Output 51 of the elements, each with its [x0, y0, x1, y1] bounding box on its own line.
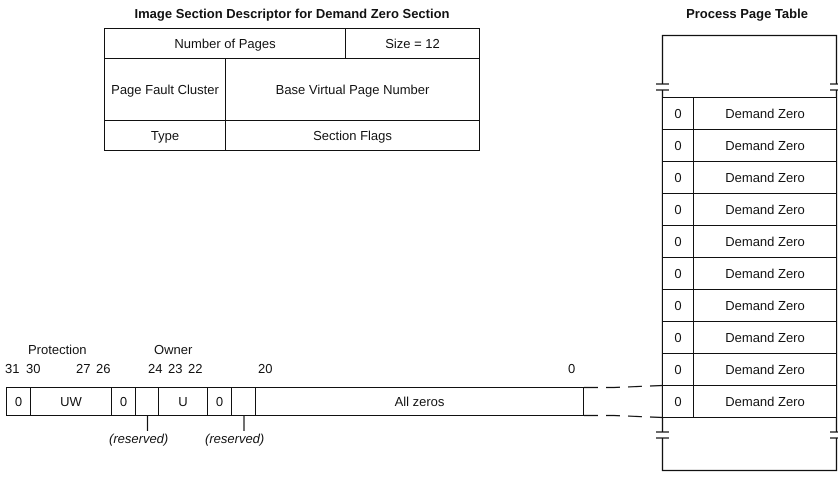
table-row: [662, 385, 837, 418]
entry-text: Demand Zero: [724, 233, 806, 251]
entry-text: Demand Zero: [724, 137, 806, 155]
table-cell: Section Flags: [225, 120, 480, 151]
table-cell: Number of Pages: [104, 28, 346, 59]
entry-text: Demand Zero: [724, 201, 806, 219]
table-row: [662, 257, 837, 290]
field-name: Owner: [154, 342, 192, 357]
bit-field: U: [159, 388, 208, 415]
entry-text: Demand Zero: [724, 297, 806, 315]
reserved-note: (reserved): [109, 431, 168, 446]
table-row: [662, 129, 837, 162]
bit-number: 0: [568, 361, 576, 376]
entry-text: Demand Zero: [724, 361, 806, 379]
bit-number: 20: [258, 361, 272, 376]
table-row: [662, 97, 837, 130]
entry-text: Demand Zero: [724, 393, 806, 411]
dashed-line: [584, 414, 662, 418]
field-name: Protection: [28, 342, 87, 357]
table-heading: Image Section Descriptor for Demand Zero Section: [134, 6, 450, 21]
table-row: [662, 353, 837, 386]
bit-number: 30: [26, 361, 40, 376]
bit-field: 0: [7, 388, 31, 415]
bit-number: 22: [188, 361, 202, 376]
entry-text: Demand Zero: [724, 329, 806, 347]
table-cell: Size = 12: [345, 28, 480, 59]
leader-line: [146, 415, 148, 431]
register-bar: [6, 387, 584, 416]
table-row: [662, 161, 837, 194]
bit-field: 0: [112, 388, 136, 415]
table-row: [662, 193, 837, 226]
bit-number: 31: [5, 361, 20, 376]
bit-number: 24: [148, 361, 162, 376]
entry-text: Demand Zero: [724, 169, 806, 187]
table-row: [662, 289, 837, 322]
bit-number: 26: [96, 361, 110, 376]
entry-text: Demand Zero: [724, 265, 806, 283]
table-cell: Type: [104, 120, 226, 151]
table-row: [662, 225, 837, 258]
dashed-line: [584, 384, 662, 388]
bit-field: All zeros: [256, 388, 583, 415]
reserved-note: (reserved): [205, 431, 264, 446]
entry-text: Demand Zero: [724, 105, 806, 123]
leader-line: [243, 415, 245, 431]
bit-field: UW: [31, 388, 112, 415]
bit-field: 0: [208, 388, 232, 415]
bit-number: 27: [76, 361, 90, 376]
bit-value: 0: [663, 386, 694, 417]
table-row: [662, 321, 837, 354]
bit-number: 23: [168, 361, 182, 376]
table-title: Process Page Table: [685, 6, 809, 21]
